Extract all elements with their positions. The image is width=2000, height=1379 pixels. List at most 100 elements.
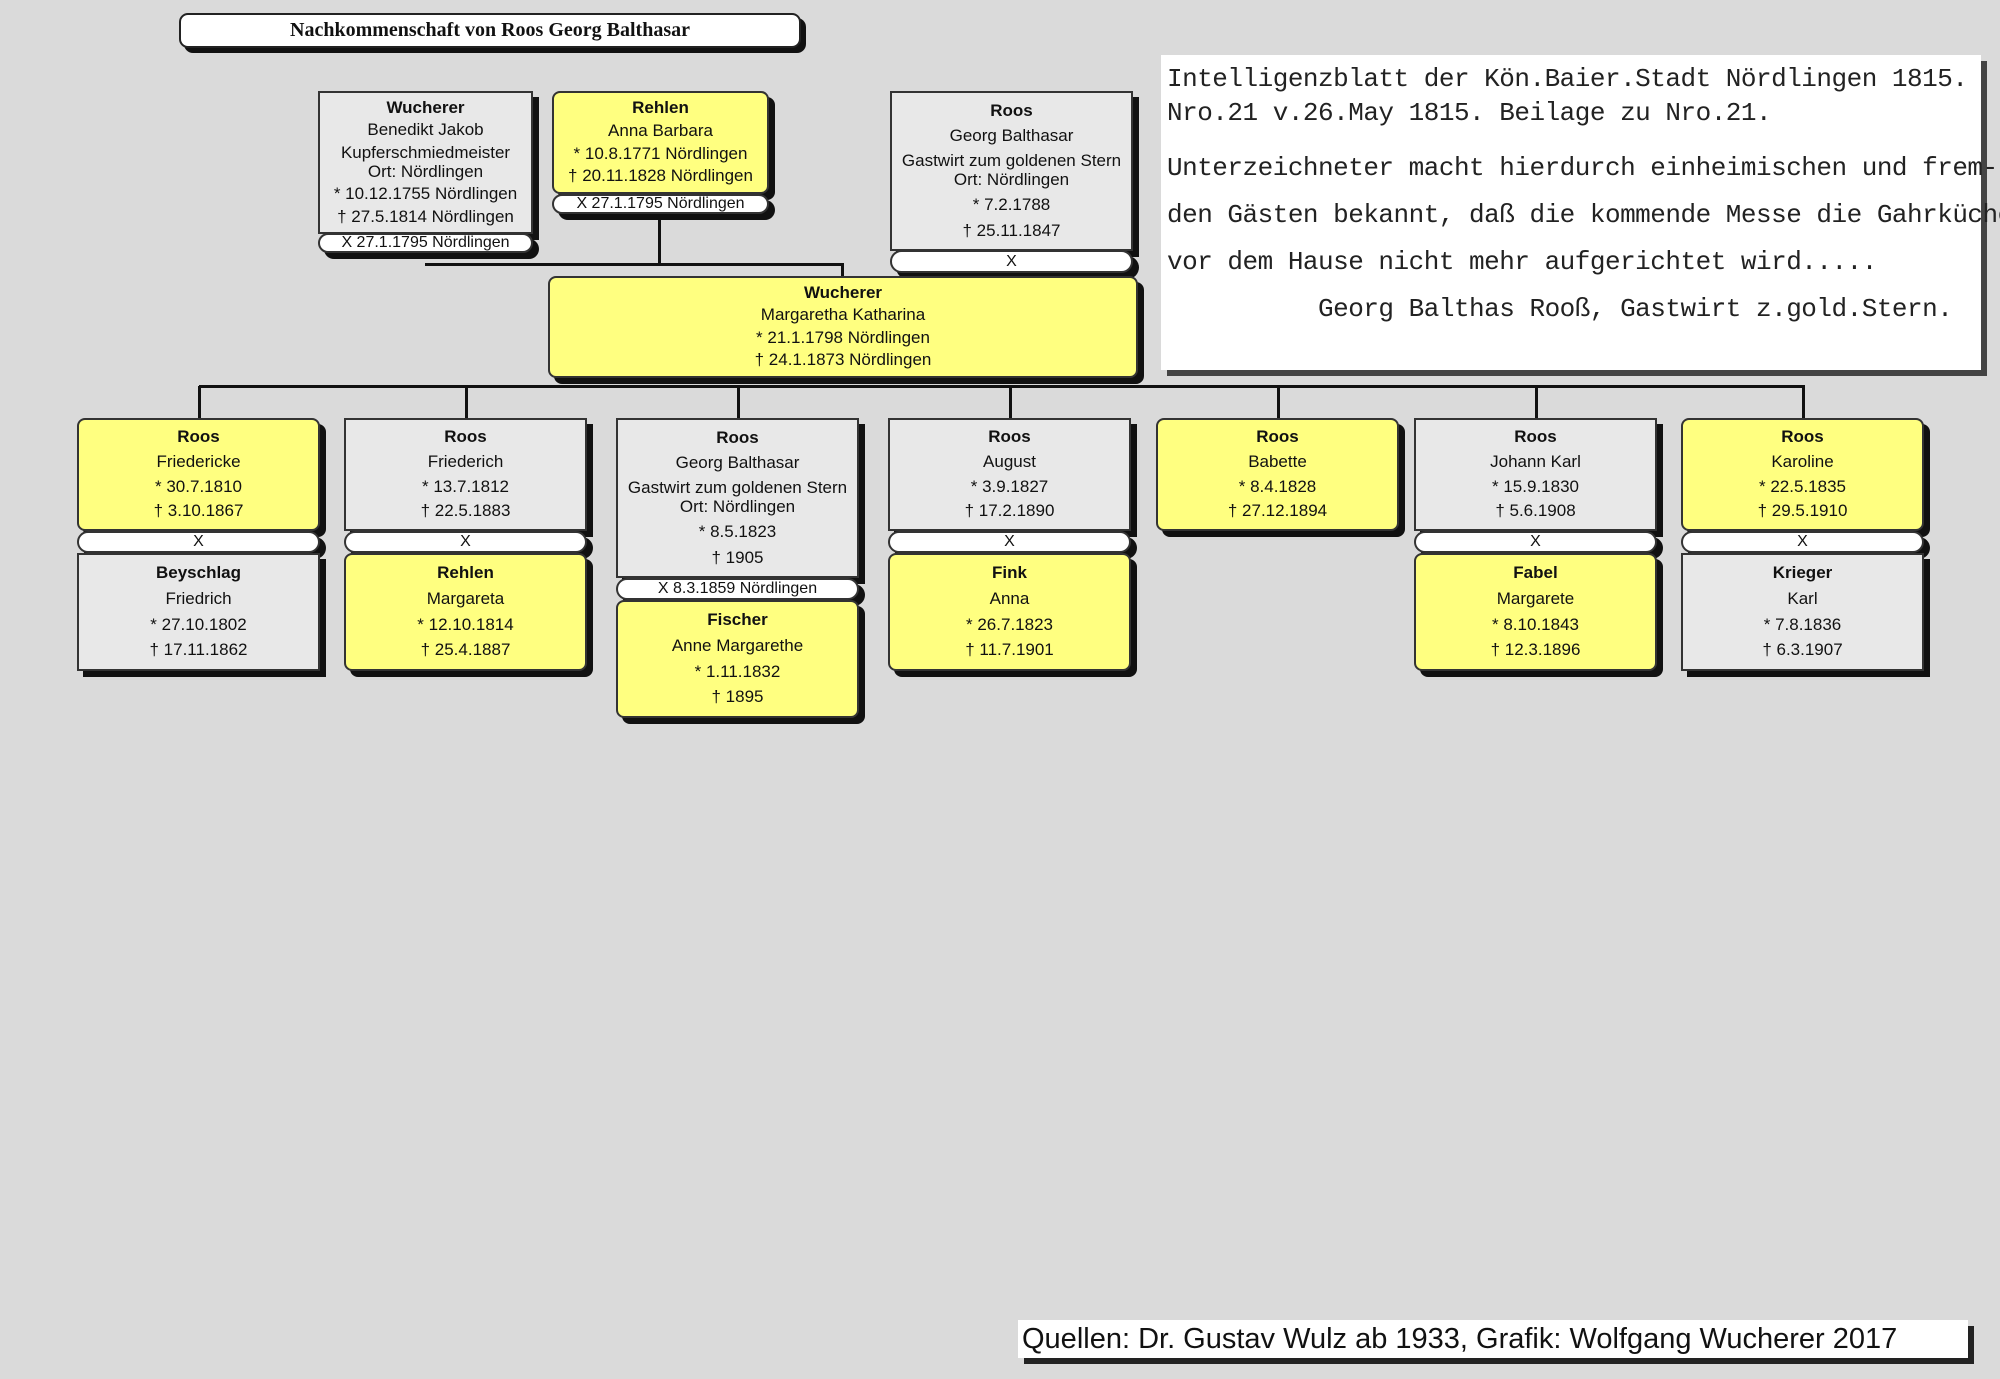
document-line: Unterzeichneter macht hierdurch einheimi… xyxy=(1167,152,1998,183)
person-detail: † 29.5.1910 xyxy=(1757,501,1848,521)
marriage-bar: X xyxy=(890,250,1133,273)
connector-line xyxy=(464,386,468,419)
given-name: Friedrich xyxy=(165,588,232,608)
given-name: August xyxy=(983,451,1036,471)
given-name: Karl xyxy=(1787,588,1818,608)
marriage-bar: X xyxy=(344,531,587,553)
connector-line xyxy=(841,263,844,278)
given-name: Benedikt Jakob xyxy=(367,120,484,140)
given-name: Johann Karl xyxy=(1490,451,1581,471)
person-detail: Gastwirt zum goldenen Stern Ort: Nördlin… xyxy=(627,478,848,516)
connector-line xyxy=(199,385,1805,388)
person-detail: † 6.3.1907 xyxy=(1762,640,1843,660)
person-detail: Kupferschmiedmeister Ort: Nördlingen xyxy=(340,142,511,181)
document-line: den Gästen bekannt, daß die kommende Mes… xyxy=(1167,199,2000,230)
surname: Roos xyxy=(990,100,1033,120)
given-name: Babette xyxy=(1248,451,1307,471)
person-detail: * 7.2.1788 xyxy=(972,195,1051,215)
given-name: Friederich xyxy=(427,451,504,471)
surname: Roos xyxy=(1514,427,1557,447)
surname: Krieger xyxy=(1772,563,1833,583)
connector-line xyxy=(425,263,844,266)
person-detail: † 27.12.1894 xyxy=(1227,501,1328,521)
given-name: Friedericke xyxy=(156,451,241,471)
given-name: Margarete xyxy=(1496,588,1575,608)
surname: Roos xyxy=(444,427,487,447)
person-detail: * 13.7.1812 xyxy=(422,476,509,496)
connector-line xyxy=(1801,386,1805,419)
given-name: Margaretha Katharina xyxy=(760,305,926,325)
surname: Fink xyxy=(992,563,1027,583)
document-line xyxy=(1167,131,1975,145)
marriage-bar: X xyxy=(888,531,1131,553)
sources-footer: Quellen: Dr. Gustav Wulz ab 1933, Grafik… xyxy=(1018,1320,1968,1358)
person-detail: † 12.3.1896 xyxy=(1490,640,1581,660)
person-detail: * 22.5.1835 xyxy=(1759,476,1846,496)
given-name: Georg Balthasar xyxy=(675,452,800,472)
person-detail: * 10.12.1755 Nördlingen xyxy=(333,184,518,203)
person-detail: † 5.6.1908 xyxy=(1495,501,1576,521)
marriage-bar: X xyxy=(1414,531,1657,553)
surname: Rehlen xyxy=(632,98,689,118)
marriage-bar: X xyxy=(77,531,320,553)
person-detail: Gastwirt zum goldenen Stern Ort: Nördlin… xyxy=(901,151,1122,189)
document-line: Nro.21 v.26.May 1815. Beilage zu Nro.21. xyxy=(1167,97,1772,128)
surname: Wucherer xyxy=(386,97,465,117)
person-detail: * 12.10.1814 xyxy=(417,614,514,634)
person-detail: * 30.7.1810 xyxy=(155,476,242,496)
person-detail: * 8.4.1828 xyxy=(1238,476,1317,496)
given-name: Anne Margarethe xyxy=(671,635,804,655)
surname: Fischer xyxy=(707,610,768,630)
surname: Roos xyxy=(988,427,1031,447)
surname: Roos xyxy=(1256,427,1299,447)
document-line: vor dem Hause nicht mehr aufgerichtet wi… xyxy=(1167,246,1877,277)
given-name: Georg Balthasar xyxy=(949,125,1074,145)
person-detail: * 8.10.1843 xyxy=(1492,614,1579,634)
person-detail: * 10.8.1771 Nördlingen xyxy=(573,143,748,163)
connector-line xyxy=(736,386,740,419)
surname: Roos xyxy=(716,427,759,447)
given-name: Margareta xyxy=(426,588,505,608)
person-detail: † 25.4.1887 xyxy=(420,640,511,660)
connector-line xyxy=(658,213,661,265)
connector-line xyxy=(197,386,201,419)
person-detail: † 27.5.1814 Nördlingen xyxy=(337,206,514,226)
marriage-bar: X 27.1.1795 Nördlingen xyxy=(318,233,533,253)
person-detail: * 26.7.1823 xyxy=(966,614,1053,634)
person-detail: † 1905 xyxy=(711,547,764,567)
marriage-bar: X xyxy=(1681,531,1924,553)
surname: Wucherer xyxy=(803,282,883,302)
person-detail: * 15.9.1830 xyxy=(1492,476,1579,496)
given-name: Karoline xyxy=(1771,451,1834,471)
chart-title: Nachkommenschaft von Roos Georg Balthasa… xyxy=(179,13,801,48)
person-detail: † 17.2.1890 xyxy=(964,501,1055,521)
surname: Roos xyxy=(177,427,220,447)
person-detail: * 8.5.1823 xyxy=(698,522,777,542)
marriage-bar: X 8.3.1859 Nördlingen xyxy=(616,578,859,600)
connector-line xyxy=(1008,386,1012,419)
person-detail: † 22.5.1883 xyxy=(420,501,511,521)
person-detail: † 20.11.1828 Nördlingen xyxy=(568,166,753,186)
person-detail: * 7.8.1836 xyxy=(1763,614,1842,634)
person-detail: † 3.10.1867 xyxy=(153,501,244,521)
person-detail: † 11.7.1901 xyxy=(965,640,1054,660)
document-line: Georg Balthas Rooß, Gastwirt z.gold.Ster… xyxy=(1167,293,1953,324)
person-detail: * 21.1.1798 Nördlingen xyxy=(756,327,930,347)
